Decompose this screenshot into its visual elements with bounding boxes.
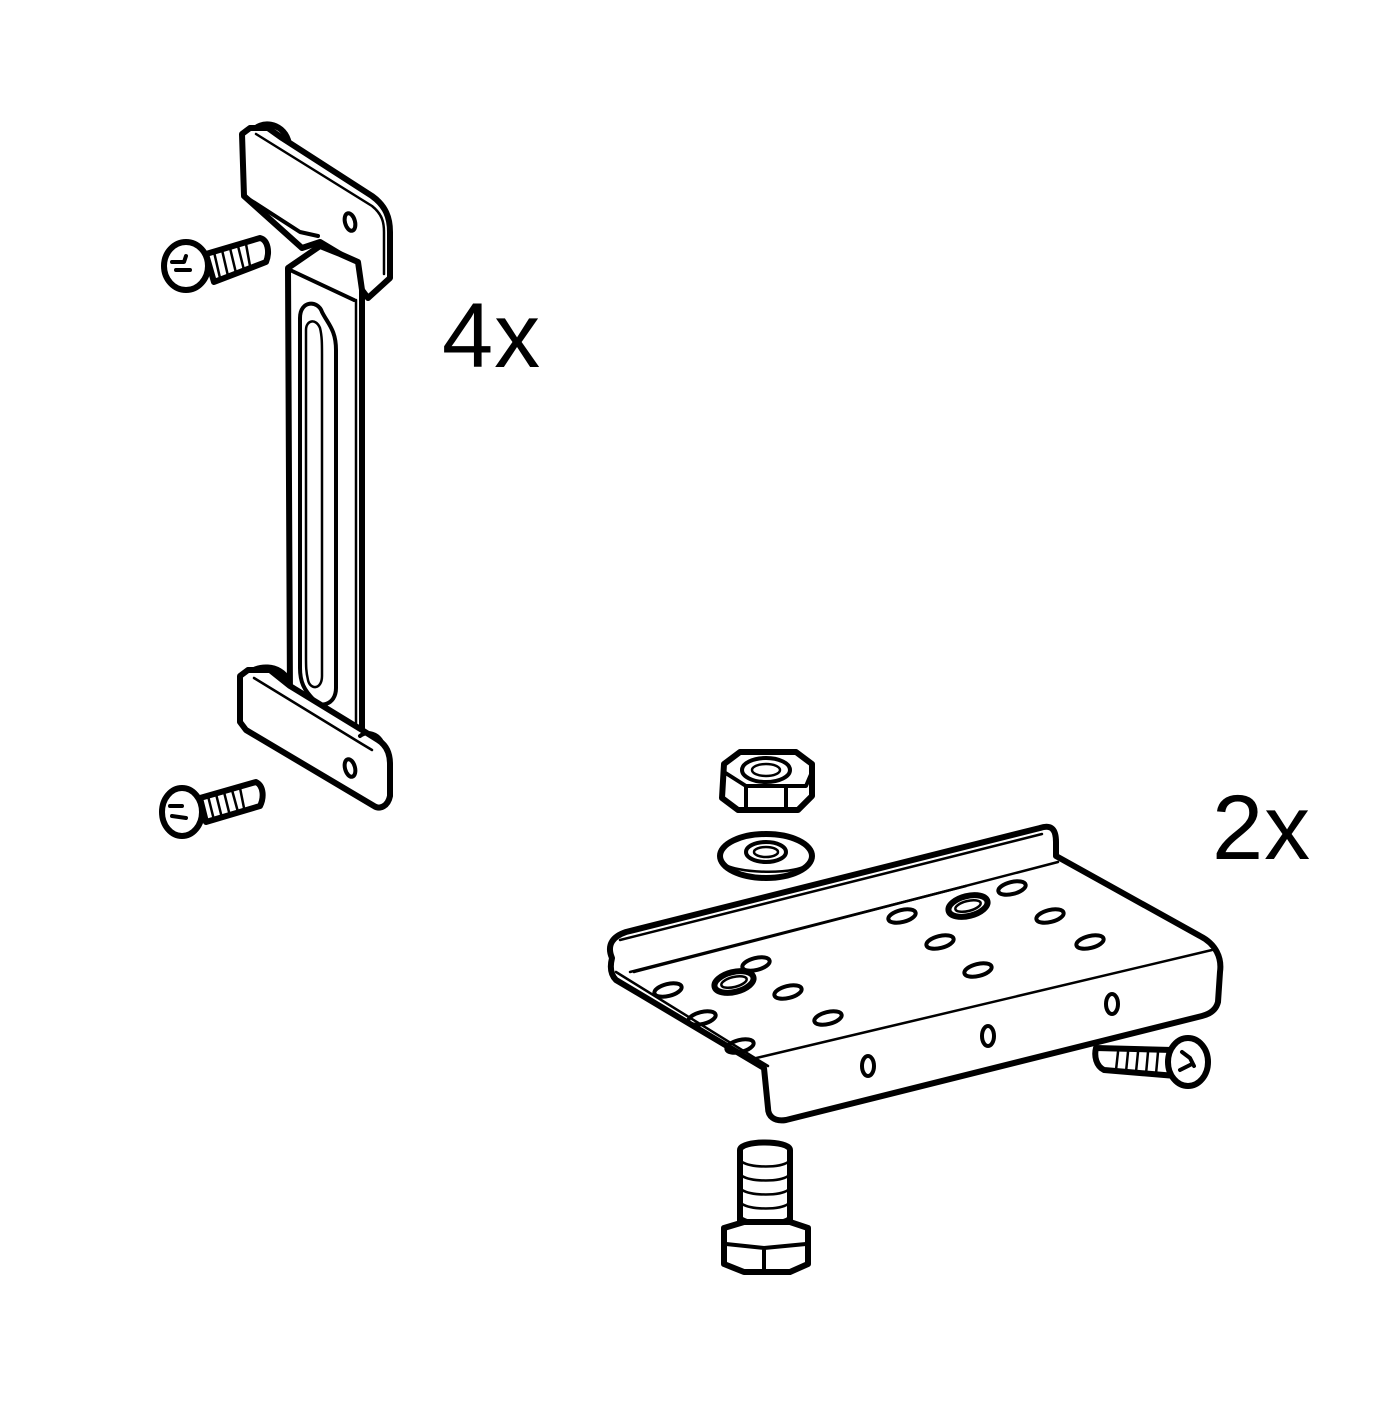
hex-nut-icon [719, 749, 815, 813]
self-tapping-screw-top-icon [161, 235, 271, 293]
pan-head-screw-icon [1092, 1035, 1211, 1089]
z-bracket [237, 121, 393, 811]
flat-washer-icon [717, 831, 815, 881]
quantity-label-plate-kit: 2x [1212, 777, 1312, 879]
l-mounting-plate [606, 823, 1224, 1124]
self-tapping-screw-bottom-icon [159, 779, 266, 839]
quantity-label-bracket-kit: 4x [442, 285, 542, 387]
hex-bolt-icon [721, 1139, 811, 1275]
